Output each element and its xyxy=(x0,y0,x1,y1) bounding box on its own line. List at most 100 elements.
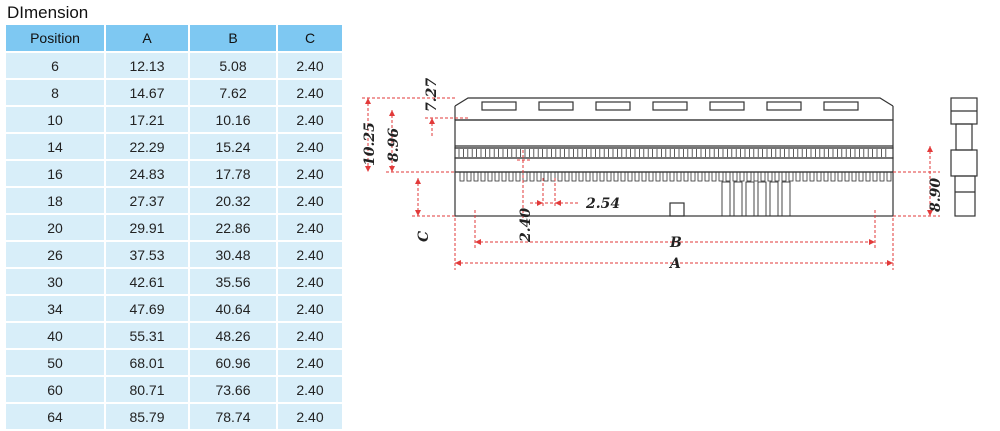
latch-slot xyxy=(595,101,631,111)
cell-position: 20 xyxy=(6,214,106,242)
pin-tooth xyxy=(564,171,570,182)
table-header-row: Position A B C xyxy=(6,25,344,53)
pin-tooth xyxy=(606,171,612,182)
contact-pin xyxy=(781,181,791,217)
cell-b: 22.86 xyxy=(189,214,278,242)
pin-tooth xyxy=(851,171,857,182)
connector-drawing: 7.27 10.25 8.96 8.90 C 2.40 2.54 B A xyxy=(362,78,978,272)
cell-a: 55.31 xyxy=(105,322,190,350)
pin-tooth xyxy=(858,171,864,182)
cell-position: 16 xyxy=(6,160,106,188)
pin-tooth xyxy=(872,171,878,182)
cell-a: 42.61 xyxy=(105,268,190,296)
cell-position: 26 xyxy=(6,241,106,269)
cell-c: 2.40 xyxy=(277,214,344,242)
pin-tooth xyxy=(515,171,521,182)
contact-pin xyxy=(769,181,779,217)
pin-tooth xyxy=(844,171,850,182)
connector-side-view xyxy=(950,97,978,217)
pin-tooth xyxy=(774,171,780,182)
cell-a: 85.79 xyxy=(105,403,190,431)
pin-tooth xyxy=(690,171,696,182)
cell-a: 80.71 xyxy=(105,376,190,404)
cell-position: 34 xyxy=(6,295,106,323)
pin-tooth xyxy=(676,171,682,182)
pin-tooth xyxy=(522,171,528,182)
pin-tooth xyxy=(795,171,801,182)
cell-b: 15.24 xyxy=(189,133,278,161)
pin-tooth xyxy=(830,171,836,182)
pin-tooth xyxy=(718,171,724,182)
dim-label-a: A xyxy=(668,256,681,272)
contact-pin xyxy=(757,181,767,217)
pin-tooth xyxy=(480,171,486,182)
pin-tooth xyxy=(865,171,871,182)
pin-tooth xyxy=(802,171,808,182)
cell-c: 2.40 xyxy=(277,106,344,134)
pin-tooth xyxy=(809,171,815,182)
dim-label-1025: 10.25 xyxy=(362,122,378,166)
cell-position: 14 xyxy=(6,133,106,161)
pin-tooth xyxy=(501,171,507,182)
cell-b: 78.74 xyxy=(189,403,278,431)
cell-position: 40 xyxy=(6,322,106,350)
cell-position: 64 xyxy=(6,403,106,431)
pin-tooth xyxy=(655,171,661,182)
cell-a: 27.37 xyxy=(105,187,190,215)
dim-label-254: 2.54 xyxy=(585,196,620,212)
latch-slot xyxy=(766,101,802,111)
pin-tooth xyxy=(711,171,717,182)
dim-label-b: B xyxy=(669,235,682,251)
pin-tooth xyxy=(550,171,556,182)
pin-tooth xyxy=(788,171,794,182)
pin-tooth xyxy=(662,171,668,182)
cell-c: 2.40 xyxy=(277,376,344,404)
cell-c: 2.40 xyxy=(277,160,344,188)
cell-b: 35.56 xyxy=(189,268,278,296)
pin-tooth xyxy=(781,171,787,182)
cell-position: 30 xyxy=(6,268,106,296)
pin-tooth xyxy=(641,171,647,182)
cell-c: 2.40 xyxy=(277,403,344,431)
cell-c: 2.40 xyxy=(277,52,344,80)
pin-tooth xyxy=(816,171,822,182)
latch-slot xyxy=(481,101,517,111)
cell-a: 12.13 xyxy=(105,52,190,80)
cell-c: 2.40 xyxy=(277,187,344,215)
pin-tooth xyxy=(508,171,514,182)
pin-tooth xyxy=(536,171,542,182)
connector-front-view xyxy=(454,97,894,217)
pin-tooth xyxy=(487,171,493,182)
cell-c: 2.40 xyxy=(277,268,344,296)
pin-tooth xyxy=(578,171,584,182)
cell-c: 2.40 xyxy=(277,133,344,161)
dim-label-890: 8.90 xyxy=(928,178,944,212)
cell-a: 17.21 xyxy=(105,106,190,134)
contact-pin xyxy=(745,181,755,217)
cell-position: 6 xyxy=(6,52,106,80)
pin-tooth xyxy=(613,171,619,182)
pin-tooth xyxy=(704,171,710,182)
pin-tooth xyxy=(837,171,843,182)
cell-b: 48.26 xyxy=(189,322,278,350)
pin-tooth xyxy=(627,171,633,182)
cell-c: 2.40 xyxy=(277,295,344,323)
pin-tooth xyxy=(767,171,773,182)
pin-tooth xyxy=(494,171,500,182)
pin-tooth xyxy=(634,171,640,182)
cell-c: 2.40 xyxy=(277,349,344,377)
pin-tooth xyxy=(592,171,598,182)
pin-tooth xyxy=(732,171,738,182)
pin-tooth xyxy=(571,171,577,182)
cell-a: 37.53 xyxy=(105,241,190,269)
